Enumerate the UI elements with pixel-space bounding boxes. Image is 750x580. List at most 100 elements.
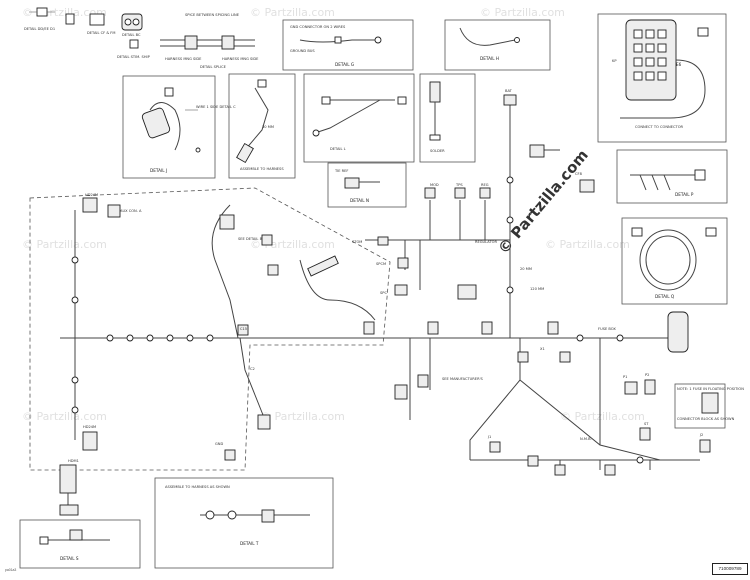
label-dcf: DETAIL CF & FM	[87, 31, 115, 35]
label-note-box-b: CONNECTOR BLOCK AS SHOWN	[677, 417, 735, 421]
connector-icon	[503, 94, 517, 106]
watermark-text: © Partzilla.com	[22, 238, 107, 251]
connector-icon	[344, 177, 360, 189]
label-dn: DETAIL N	[350, 198, 369, 203]
clip-icon	[506, 286, 514, 294]
connector-icon	[554, 464, 566, 476]
label-dq: DETAIL Q	[655, 294, 675, 299]
label-bus: SEE MANUFACTURER'S	[442, 377, 484, 381]
connector-icon	[527, 455, 539, 467]
connector-icon	[427, 321, 439, 335]
label-detail-splice: DETAIL SPLICE	[200, 65, 227, 69]
connector-icon	[694, 169, 706, 181]
page-reference: pa01a3	[5, 568, 17, 572]
connector-icon	[82, 197, 98, 213]
label-stom: STOM	[352, 240, 362, 244]
connector-icon	[107, 204, 121, 218]
label-aux-con: AUX CON. A	[120, 209, 142, 213]
clip-icon	[206, 334, 214, 342]
label-j2: J2	[699, 433, 703, 437]
detail-l-box: DETAIL L	[303, 73, 415, 163]
connector-icon	[397, 257, 409, 269]
label-x1: X1	[540, 347, 545, 351]
clip-icon	[186, 334, 194, 342]
detail-j-box: WIRE 1 SIDE DETAIL C DETAIL J	[122, 75, 236, 179]
detail-splice: SPICE BETWEEN SPICING LINE HARNESS MNG S…	[160, 13, 259, 69]
connector-icon	[479, 187, 491, 199]
clip-icon	[506, 176, 514, 184]
connector-icon	[261, 509, 275, 523]
watermark-text: © Partzilla.com	[22, 410, 107, 423]
connector-icon	[129, 39, 139, 49]
label-seeb: SEE DETAIL B	[238, 237, 263, 241]
clip-icon	[166, 334, 174, 342]
watermark-text: © Partzilla.com	[545, 238, 630, 251]
label-gnd: GND CONNECTOR ON 2 WIRES	[290, 25, 346, 29]
clip-icon	[71, 256, 79, 264]
connector-icon	[141, 107, 171, 139]
splice-sleeve-icon	[184, 35, 198, 50]
connector-icon	[429, 81, 441, 103]
connector-icon	[397, 96, 407, 105]
clip-icon	[71, 406, 79, 414]
connector-icon	[59, 504, 79, 516]
connector-icon	[489, 441, 501, 453]
label-dbc: DETAIL BC	[122, 33, 141, 37]
harness-clips	[71, 176, 644, 464]
label-tie-ref: TIE REF	[334, 169, 349, 173]
detail-q-box: DETAIL Q	[621, 217, 728, 305]
pin-icon	[124, 18, 132, 26]
connector-icon	[164, 87, 174, 97]
connector-icon	[363, 321, 375, 335]
sensor-icon	[236, 142, 254, 164]
label-ds: DETAIL S	[60, 556, 79, 561]
connector-icon	[69, 529, 83, 541]
label-gnd2: GND	[215, 442, 223, 446]
connector-icon	[604, 464, 616, 476]
connector-icon	[429, 134, 441, 141]
label-dj: DETAIL J	[150, 168, 167, 173]
ecu-pin-grid	[633, 29, 667, 81]
label-reg: REG	[481, 183, 489, 187]
label-hdm: HDM1	[68, 459, 79, 463]
watermark-text: © Partzilla.com	[480, 6, 565, 19]
connector-icon	[59, 464, 77, 494]
connector-icon	[89, 13, 105, 26]
label-note-box-a: NOTE: 1 FUSE IN FLOATING POSITION	[677, 387, 744, 391]
label-dp: DETAIL P	[675, 192, 694, 197]
connector-icon	[457, 284, 477, 300]
label-spc: SPC	[380, 291, 387, 295]
connector-icon	[559, 351, 571, 363]
connector-icon	[39, 536, 49, 545]
ring-terminal-icon	[514, 37, 520, 43]
label-dt: DETAIL T	[240, 541, 259, 546]
label-harness-mngr: HARNESS MNG SIDE	[222, 57, 259, 61]
connector-icon	[631, 227, 643, 237]
connector-icon	[454, 187, 466, 199]
connector-icon	[624, 381, 638, 395]
label-j1: J1	[487, 435, 491, 439]
connector-icon	[257, 79, 267, 88]
label-tps: TPS	[455, 183, 463, 187]
detail-r-box: NOTE: 1 FUSE IN FLOATING POSITION CONNEC…	[674, 383, 744, 429]
clamp-icon	[227, 510, 237, 520]
label-d1: DETAIL DD/EE D1	[24, 27, 55, 31]
detail-g-box: GND CONNECTOR ON 2 WIRES GROUND BUS DETA…	[282, 19, 414, 71]
label-splice: SPICE BETWEEN SPICING LINE	[185, 13, 240, 17]
connector-icon	[267, 264, 279, 276]
connector-icon	[705, 227, 717, 237]
connector-icon	[121, 13, 143, 31]
detail-s-box: DETAIL S	[19, 519, 141, 569]
connector-icon	[394, 384, 408, 400]
label-hd2: HD24M	[83, 425, 96, 429]
watermark-text: © Partzilla.com	[250, 6, 335, 19]
ring-terminal-icon	[374, 36, 382, 44]
connector-icon	[334, 36, 342, 44]
clamp-icon	[205, 510, 215, 520]
ring-terminal-icon	[312, 129, 320, 137]
connector-icon	[697, 27, 709, 37]
label-mod: MOD	[430, 183, 439, 187]
label-ecu-note: CONNECT TO CONNECTOR	[635, 125, 684, 129]
label-dh: DETAIL H	[480, 56, 499, 61]
